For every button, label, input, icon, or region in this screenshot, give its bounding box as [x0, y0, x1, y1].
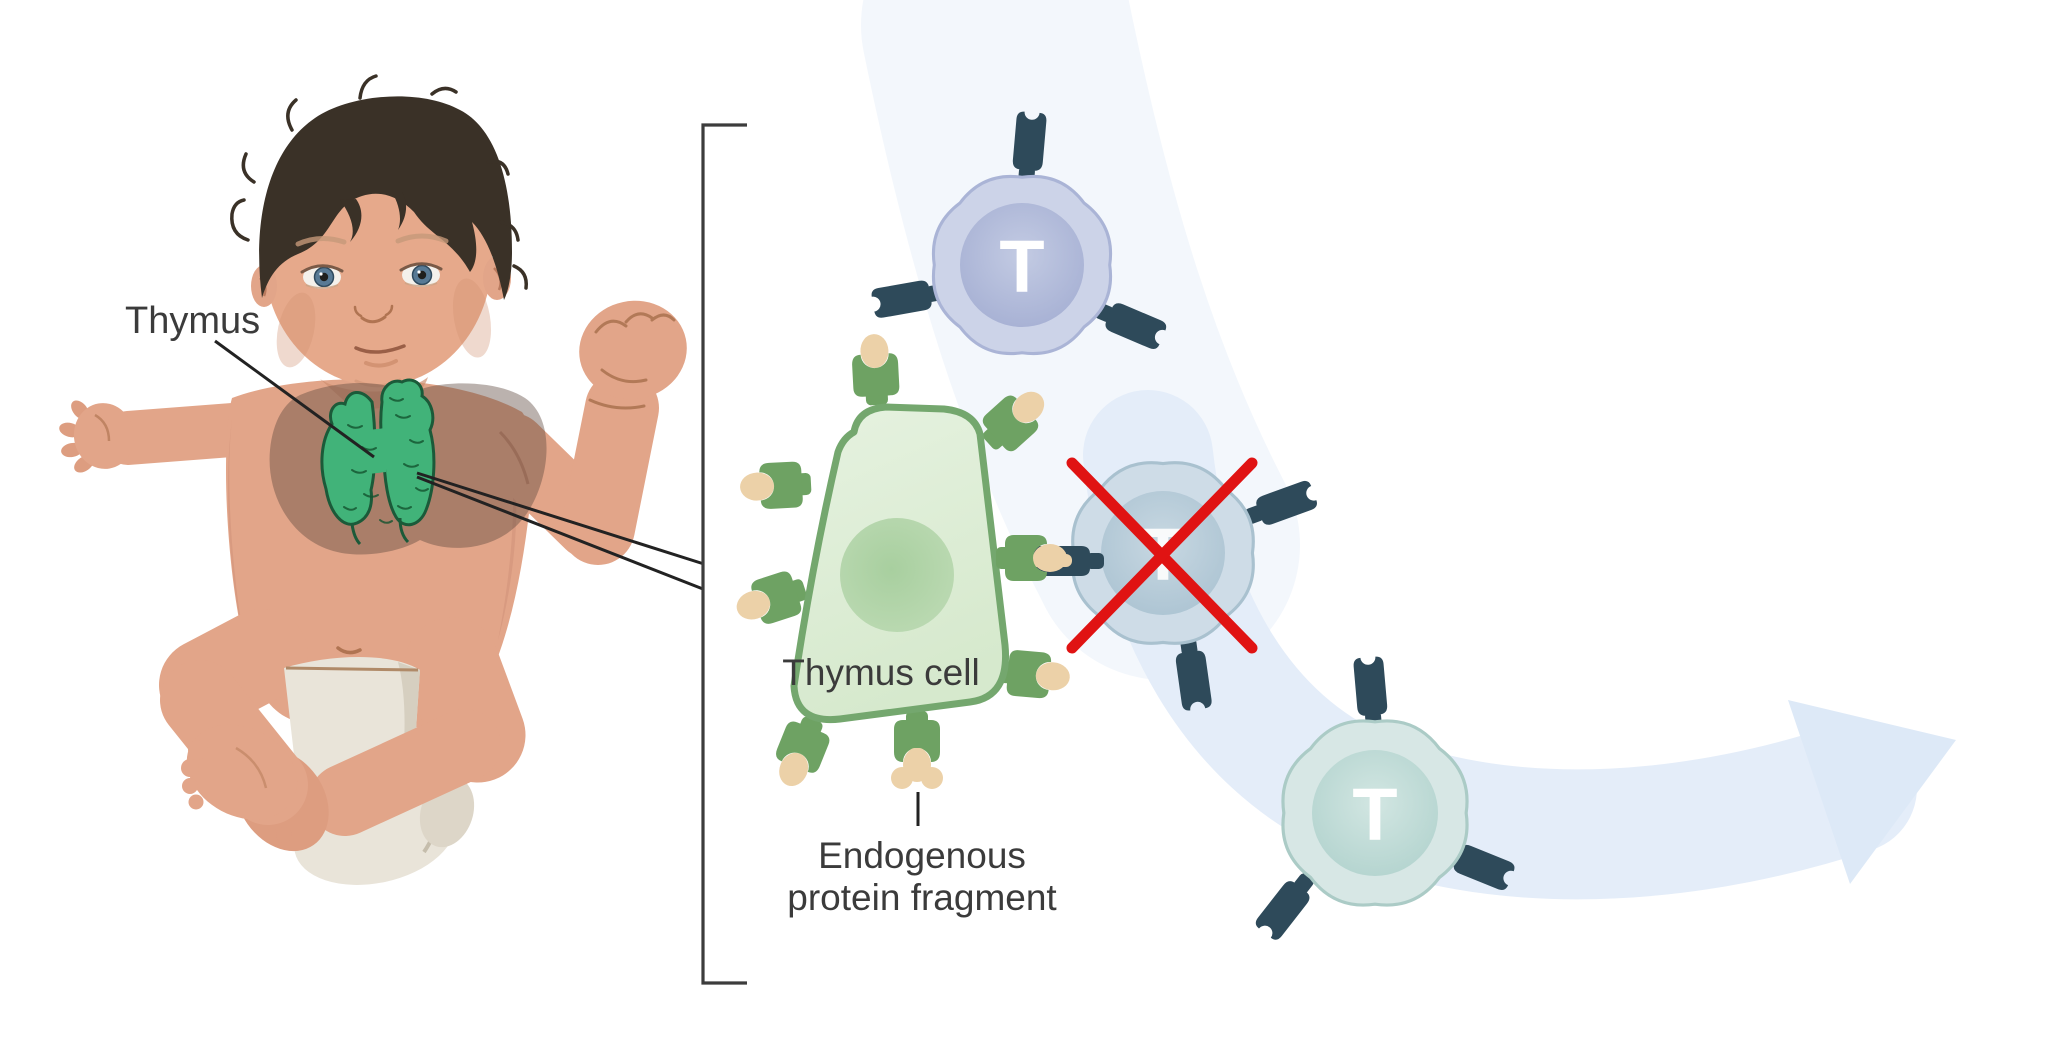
self-antigen-clamp-icon [850, 332, 901, 407]
baby-fist [579, 300, 687, 410]
magnifier-bracket-icon [701, 123, 747, 985]
t-cell-receptor-icon [1352, 655, 1390, 731]
thymus-cell: Thymus cell [730, 332, 1072, 794]
rejection-cross-icon [1066, 457, 1258, 654]
thymus-cell-nucleus [840, 518, 954, 632]
baby-right-eye [399, 262, 443, 287]
baby-legs [159, 609, 526, 885]
navel [336, 646, 362, 655]
endogenous-fragment-label-line2: protein fragment [787, 877, 1057, 918]
baby-head [230, 74, 528, 409]
endogenous-fragment-label-line1: Endogenous [818, 835, 1026, 876]
naive-t-cell: T [870, 110, 1169, 356]
cheek-shading-right [452, 278, 492, 358]
baby-hair [230, 74, 528, 300]
thymus-pointer-line [214, 339, 375, 459]
self-antigen-clamp-icon [765, 710, 836, 794]
thymus-label: Thymus [125, 300, 260, 342]
thymus-texture [343, 397, 429, 524]
baby-illustration [59, 74, 687, 885]
thymus-organ [320, 378, 436, 546]
self-antigen-clamp-icon [730, 566, 812, 633]
baby-left-arm [59, 400, 259, 473]
baby-nose [353, 304, 394, 324]
thymus-cell-label: Thymus cell [782, 652, 979, 693]
magnifier-wedge-lines [416, 471, 705, 591]
flow-arrow-icon [861, 0, 1956, 900]
baby-left-eye [300, 264, 344, 289]
cheek-shading-left [276, 292, 316, 368]
self-antigen-binding [996, 535, 1104, 581]
baby-eyebrows [295, 233, 449, 247]
arrowhead [1788, 700, 1956, 884]
t-cell-letter: T [999, 225, 1044, 308]
baby-right-arm [477, 300, 687, 565]
rejected-t-cell: T [996, 457, 1319, 712]
endogenous-fragment-bone [891, 748, 943, 789]
baby-left-foot [181, 724, 298, 820]
self-antigen-clamp-icon [738, 460, 813, 511]
selected-t-cell: T [1253, 655, 1517, 943]
t-cell-letter: T [1352, 773, 1397, 856]
